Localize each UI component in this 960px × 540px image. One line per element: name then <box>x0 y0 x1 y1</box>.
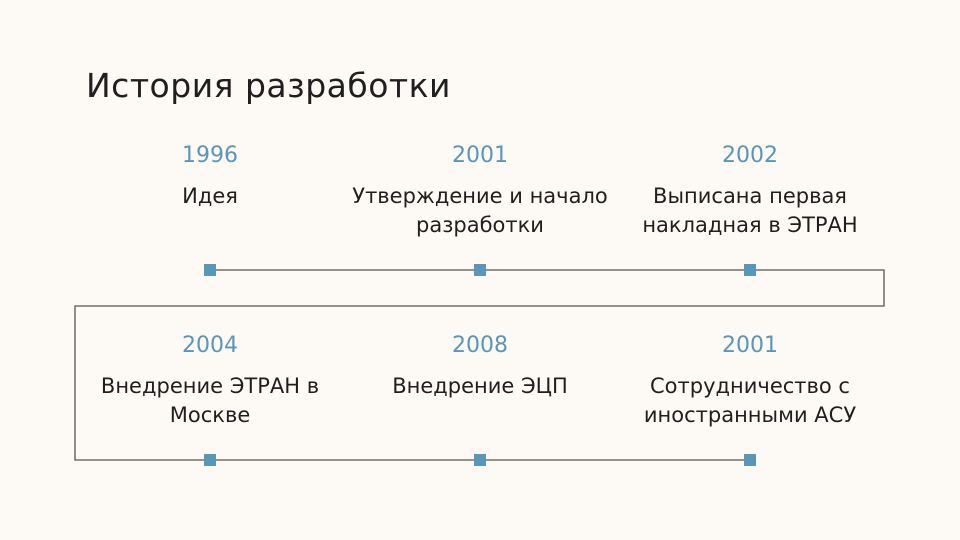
timeline-marker <box>744 454 756 466</box>
event-description: Сотрудничество с иностранными АСУ <box>643 374 857 427</box>
timeline-event-2001-cooperation: 2001 Сотрудничество с иностранными АСУ <box>620 332 880 430</box>
timeline-event-2001: 2001 Утверждение и начало разработки <box>350 142 610 240</box>
event-year: 2001 <box>452 143 508 168</box>
event-year: 2001 <box>722 333 778 358</box>
event-description: Выписана первая накладная в ЭТРАН <box>642 184 858 237</box>
event-description: Внедрение ЭЦП <box>392 374 568 398</box>
timeline-event-1996: 1996 Идея <box>80 142 340 211</box>
timeline-marker <box>474 264 486 276</box>
event-description: Утверждение и начало разработки <box>352 184 608 237</box>
timeline-marker <box>744 264 756 276</box>
timeline-event-2008: 2008 Внедрение ЭЦП <box>350 332 610 401</box>
slide-title: История разработки <box>86 66 452 105</box>
event-year: 2002 <box>722 143 778 168</box>
timeline-event-2002: 2002 Выписана первая накладная в ЭТРАН <box>620 142 880 240</box>
timeline-event-2004: 2004 Внедрение ЭТРАН в Москве <box>80 332 340 430</box>
event-description: Внедрение ЭТРАН в Москве <box>100 374 320 427</box>
event-year: 2008 <box>452 333 508 358</box>
timeline-line <box>74 269 885 461</box>
timeline-marker <box>474 454 486 466</box>
timeline-marker <box>204 454 216 466</box>
event-description: Идея <box>182 184 238 208</box>
event-year: 1996 <box>182 143 238 168</box>
event-year: 2004 <box>182 333 238 358</box>
timeline-marker <box>204 264 216 276</box>
